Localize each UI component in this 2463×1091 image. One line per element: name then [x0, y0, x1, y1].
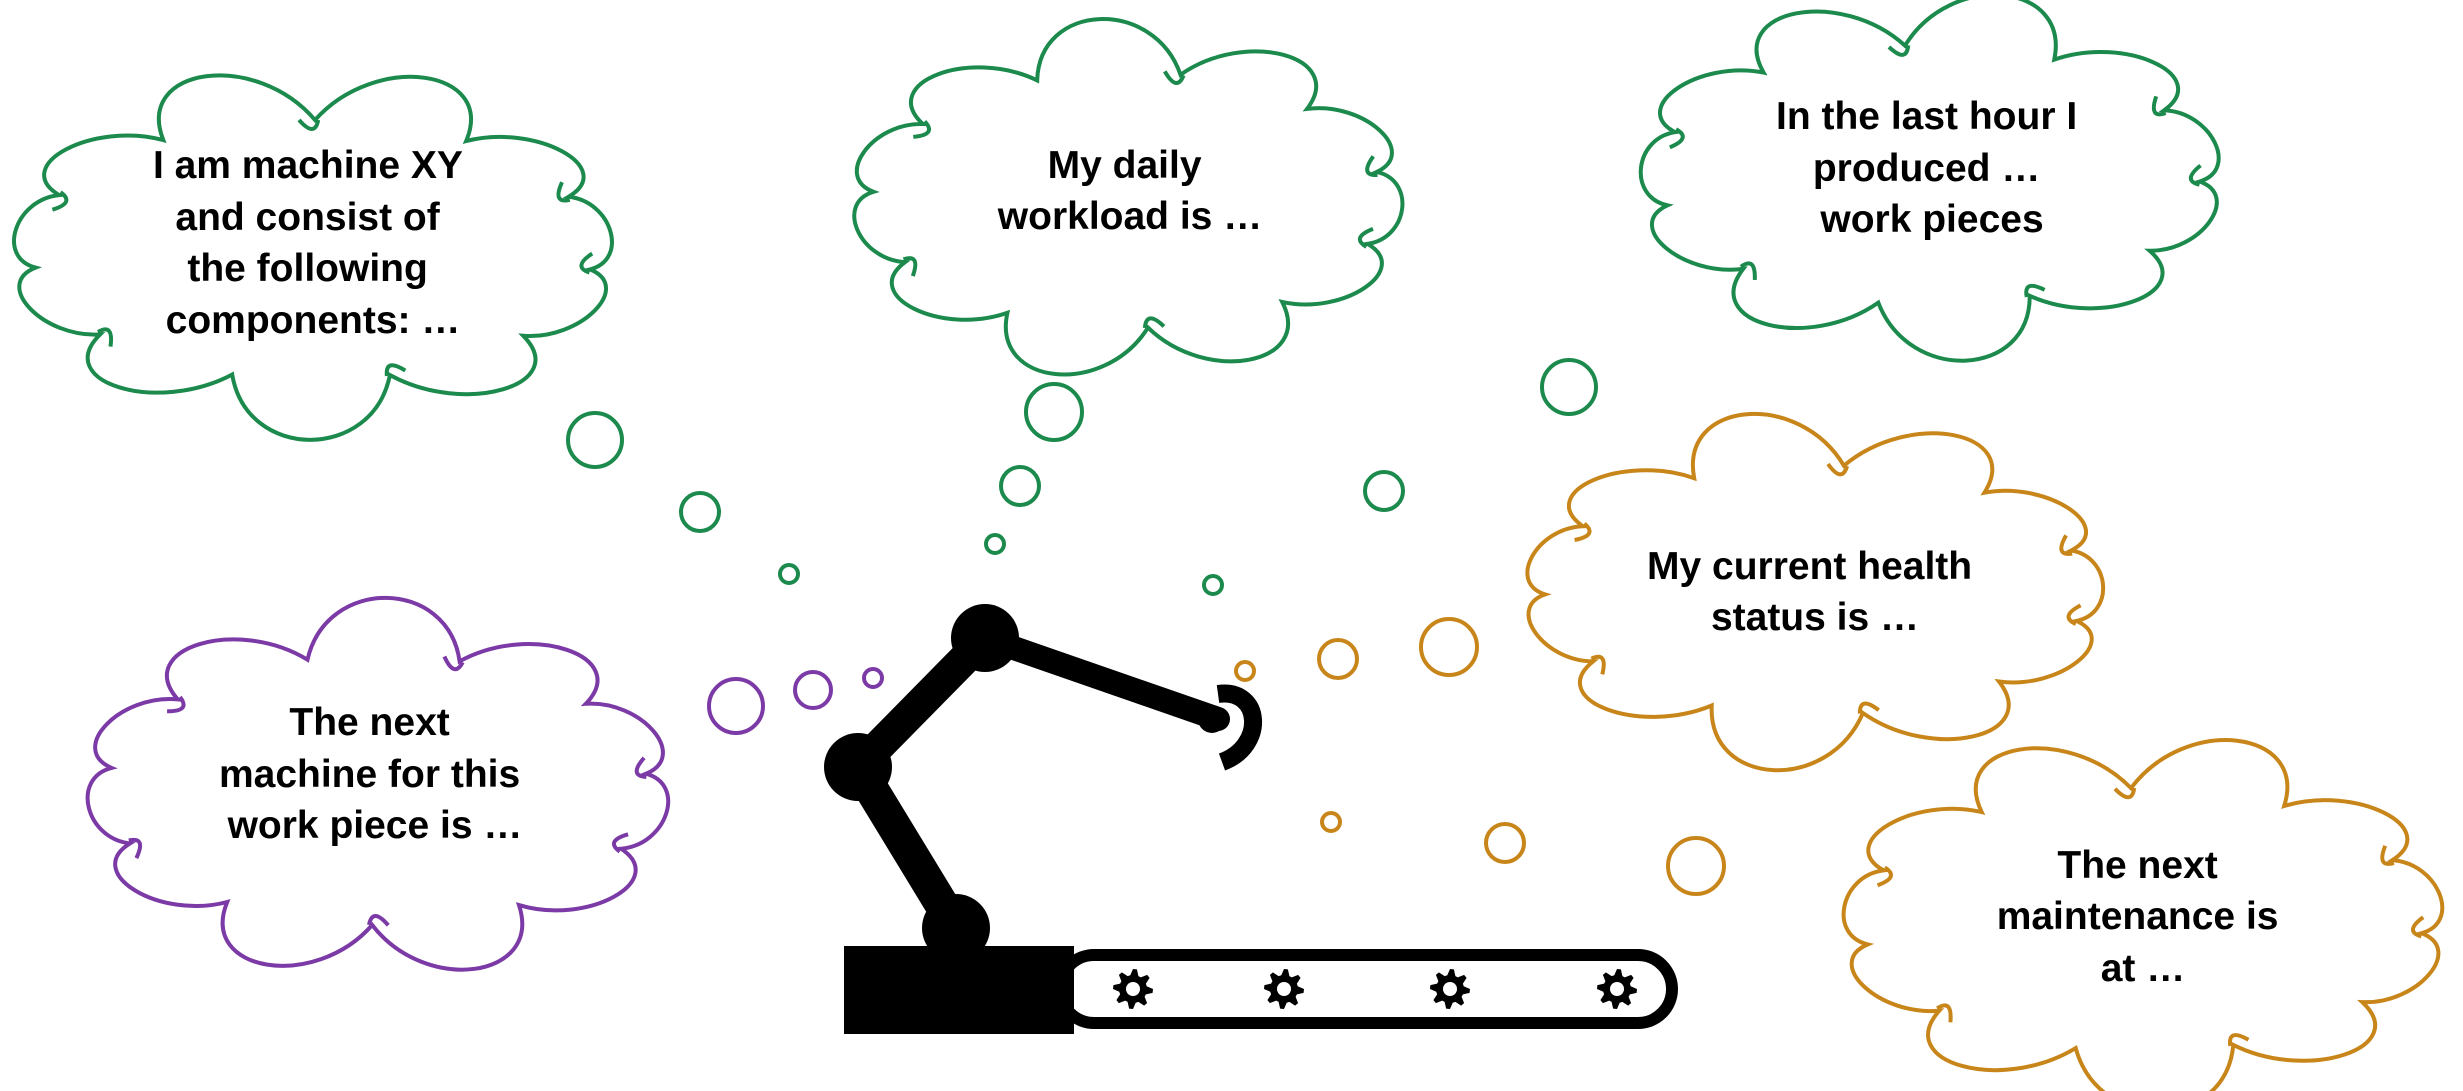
thought-bubble [679, 491, 721, 533]
thought-bubble [1317, 638, 1359, 680]
thought-line: machine for this [219, 753, 520, 796]
thought-bubble [1363, 470, 1405, 512]
thought-text-production: In the last hour I produced … work piece… [1776, 95, 2088, 241]
thought-bubble [566, 411, 624, 469]
thought-line: status is … [1711, 596, 1919, 639]
thought-line: the following [187, 247, 427, 290]
thought-bubble [1484, 822, 1526, 864]
thought-bubbles-purple [707, 667, 884, 735]
cloud-inner-arcs [1669, 45, 2202, 298]
gear-icon [1113, 969, 1153, 1009]
thought-bubble [984, 533, 1006, 555]
thought-line: components: … [166, 299, 461, 342]
thought-cloud-health [1525, 411, 2106, 773]
robot-gripper-joint [1198, 705, 1226, 733]
thought-line: work piece is … [227, 804, 523, 847]
thought-line: The next [2057, 844, 2217, 887]
thought-text-health: My current health status is … [1647, 545, 1983, 639]
robot-joint [922, 894, 990, 962]
thought-line: produced … [1813, 147, 2041, 190]
robot-arm-forearm [973, 626, 1230, 731]
cloud-inner-arcs [1876, 787, 2425, 1047]
thought-cloud-next-machine [85, 595, 671, 972]
thought-line: I am machine XY [153, 144, 463, 187]
cloud-inner-arcs [902, 70, 1378, 329]
cloud-outline [1841, 738, 2445, 1091]
thought-bubble [862, 667, 884, 689]
cloud-outline [12, 73, 614, 442]
thought-text-workload: My daily workload is … [997, 144, 1262, 238]
thought-cloud-identity [12, 73, 614, 442]
gear-icon [1430, 969, 1470, 1009]
thought-bubble [1202, 574, 1224, 596]
thought-text-next-machine: The next machine for this work piece is … [219, 701, 531, 847]
thought-line: workload is … [997, 195, 1262, 238]
thought-text-identity: I am machine XY and consist of the follo… [153, 144, 473, 342]
cloud-inner-arcs [1574, 462, 2082, 714]
thought-cloud-maintenance [1841, 738, 2445, 1091]
thought-bubble [778, 563, 800, 585]
thought-bubble [1234, 660, 1256, 682]
cloud-outline [85, 595, 671, 972]
robot-joint [824, 733, 892, 801]
thought-line: and consist of [175, 196, 440, 239]
thought-bubble [1419, 617, 1479, 677]
gear-icon [1264, 969, 1304, 1009]
thought-cloud-workload [852, 17, 1405, 377]
thought-bubble [1320, 811, 1342, 833]
thought-line: My current health [1647, 545, 1972, 588]
cloud-outline [1638, 0, 2221, 363]
cloud-outline [1525, 411, 2106, 773]
thought-bubble [1540, 358, 1598, 416]
thought-bubbles-green [566, 358, 1598, 596]
thought-bubble [999, 465, 1041, 507]
thought-bubbles-orange [1234, 617, 1726, 896]
cloud-inner-arcs [128, 655, 647, 927]
robot-joint [951, 604, 1019, 672]
thought-bubble [1666, 836, 1726, 896]
thought-text-maintenance: The next maintenance is at … [1997, 844, 2290, 990]
thought-cloud-production [1638, 0, 2221, 363]
cloud-outline [852, 17, 1405, 377]
conveyor-gears [1113, 969, 1637, 1009]
gear-icon [1597, 969, 1637, 1009]
thought-bubble [1024, 382, 1084, 442]
thought-bubble [707, 677, 765, 735]
thought-bubble [793, 670, 833, 710]
thought-line: work pieces [1819, 198, 2043, 241]
thought-line: In the last hour I [1776, 95, 2077, 138]
robot-arm-on-conveyor-icon [824, 604, 1678, 1034]
cloud-inner-arcs [51, 118, 594, 377]
thought-line: at … [2101, 947, 2186, 990]
thought-line: The next [289, 701, 449, 744]
thought-line: maintenance is [1997, 895, 2279, 938]
thought-line: My daily [1048, 144, 1202, 187]
robot-gripper [1216, 684, 1263, 771]
